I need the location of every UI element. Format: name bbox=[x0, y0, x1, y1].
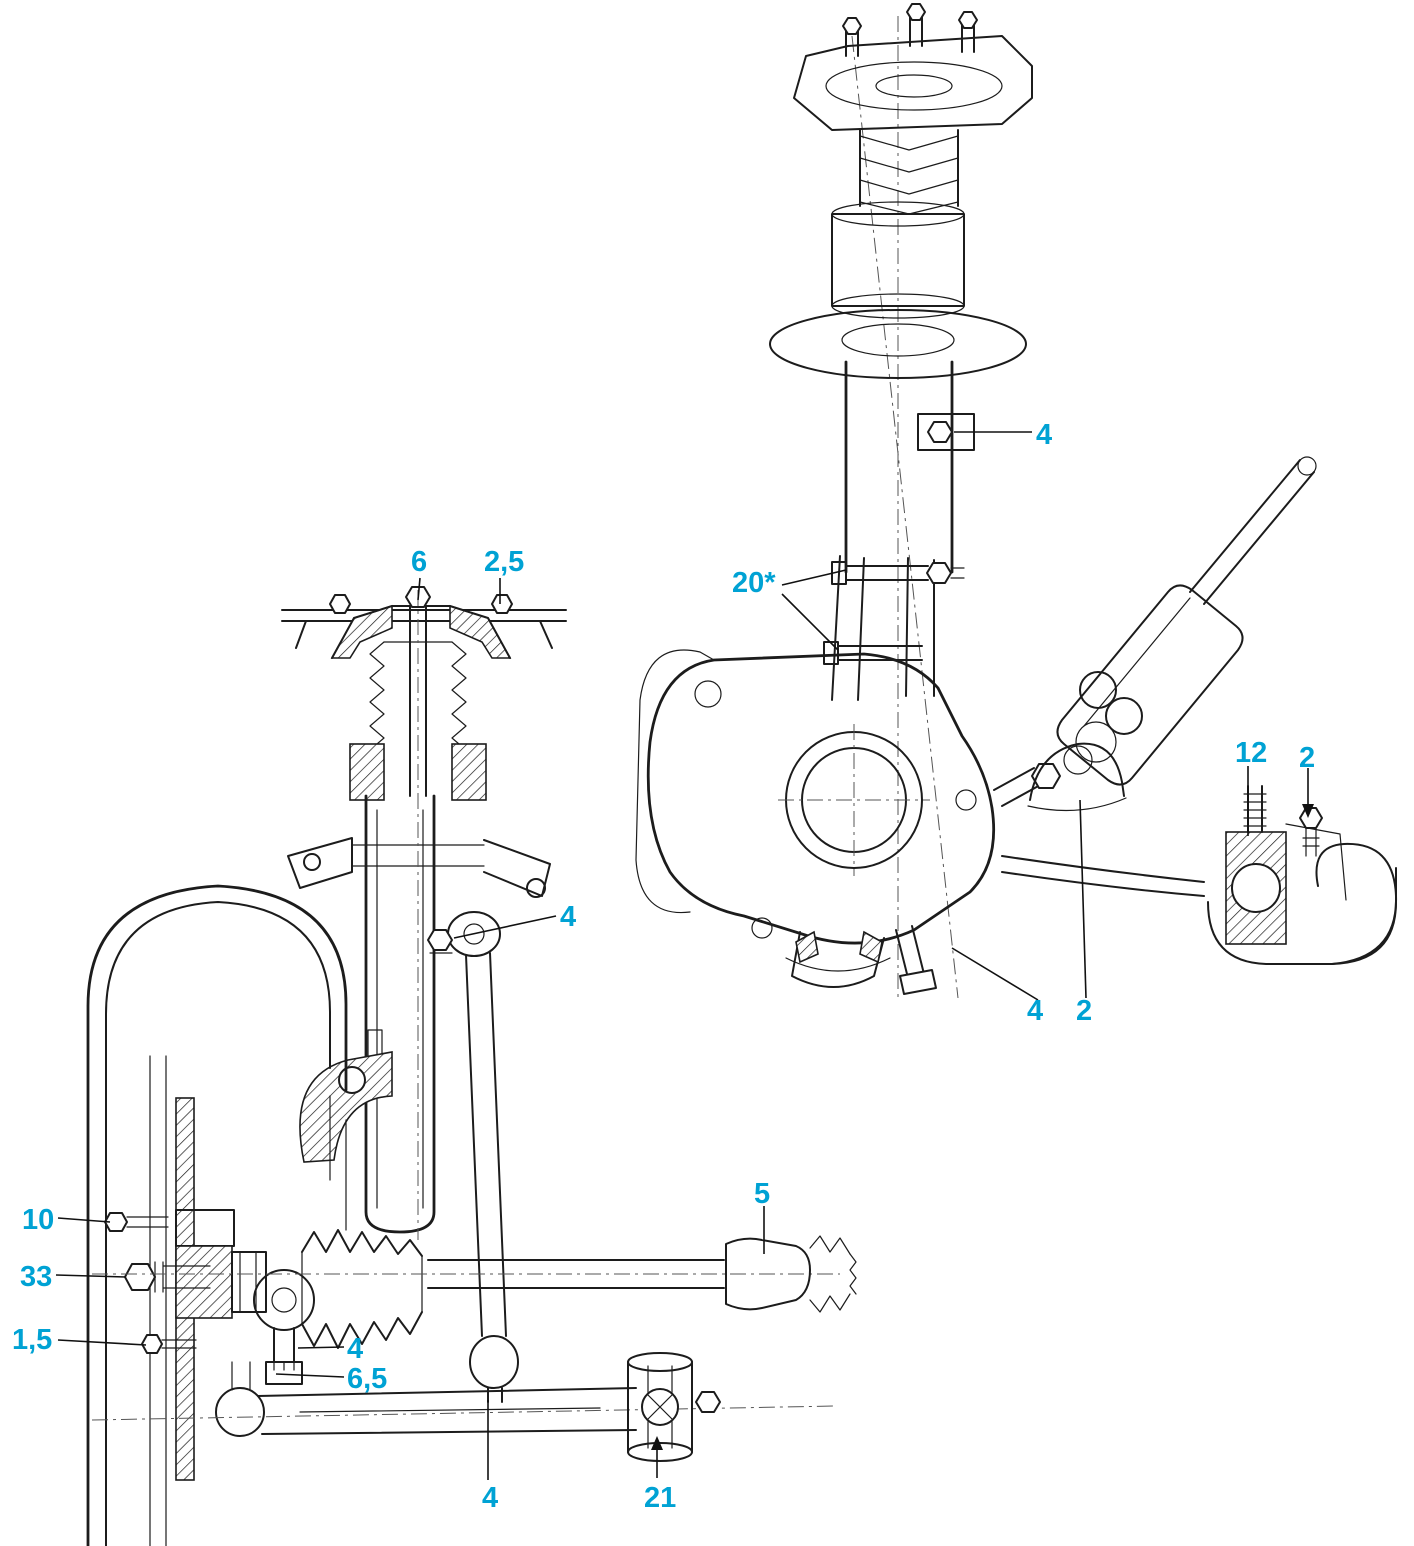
wheel-tire bbox=[86, 884, 348, 1546]
callout-link-lower-nut: 4 bbox=[482, 1482, 499, 1514]
callout-tie-rod-locknut: 4 bbox=[347, 1333, 364, 1365]
strut-body bbox=[364, 590, 436, 1240]
callout-axle-nut: 33 bbox=[20, 1261, 53, 1293]
body-panel bbox=[281, 594, 567, 649]
bump-stop-right bbox=[451, 743, 487, 801]
stabilizer-link bbox=[427, 911, 519, 1403]
shield-bolt-head bbox=[141, 1334, 163, 1354]
upper-strut-mount bbox=[330, 586, 512, 659]
damper-cartridge bbox=[1056, 456, 1317, 786]
callout-bushing-stud: 12 bbox=[1235, 737, 1268, 769]
lower-control-arm bbox=[91, 1352, 837, 1462]
callout-upper-mount-bolt: 2,5 bbox=[484, 546, 525, 578]
tie-rod-nut-hex bbox=[1031, 763, 1061, 789]
callout-knuckle-pinch-bolts: 20* bbox=[732, 567, 776, 599]
ball-joint-castle-nut bbox=[899, 969, 937, 995]
strut-clamp-bolts bbox=[823, 555, 965, 701]
callout-ball-joint-stud-nut: 6,5 bbox=[347, 1363, 388, 1395]
spring-seat-bracket bbox=[287, 837, 551, 898]
arm-ball-joint bbox=[215, 1387, 265, 1437]
lower-spring-seat bbox=[769, 309, 1027, 379]
bump-stop-left bbox=[349, 743, 385, 801]
callout-outer-cv-joint: 5 bbox=[754, 1178, 771, 1210]
pinch-bolt-nut bbox=[926, 562, 952, 584]
left-assembly bbox=[86, 586, 857, 1546]
inner-cv-boot bbox=[301, 1229, 423, 1349]
panel-bolt-right bbox=[491, 594, 513, 614]
bushing-nut bbox=[695, 1391, 721, 1413]
mount-stud-nut-2 bbox=[906, 3, 926, 21]
spring-and-seat bbox=[769, 129, 1027, 379]
stabilizer-bushing-assembly bbox=[1001, 785, 1398, 965]
upper-mount-plate bbox=[793, 3, 1033, 131]
callout-strut-bracket-nut: 4 bbox=[1036, 419, 1053, 451]
callout-hub-bolt: 10 bbox=[22, 1204, 55, 1236]
leader-lines bbox=[55, 431, 1314, 1480]
tie-rod-end-left bbox=[253, 1269, 315, 1385]
callout-shield-bolts: 1,5 bbox=[12, 1324, 53, 1356]
hub-bolt-head bbox=[104, 1212, 128, 1232]
steering-knuckle bbox=[635, 649, 996, 945]
callout-lower-ball-joint-nut: 4 bbox=[1027, 995, 1044, 1027]
callout-clamp-bolt: 2 bbox=[1299, 742, 1316, 774]
callout-upper-mount-nut: 6 bbox=[411, 546, 428, 578]
strut-boot bbox=[349, 606, 487, 801]
callout-tie-rod-stud-nut: 2 bbox=[1076, 995, 1093, 1027]
arrowhead-bushing-21 bbox=[651, 1436, 663, 1450]
mount-stud-nut-3 bbox=[958, 11, 978, 29]
callout-control-arm-bushing: 21 bbox=[644, 1482, 677, 1514]
axle-nut-hex bbox=[124, 1263, 156, 1291]
arrowhead-bolt-2 bbox=[1302, 804, 1314, 818]
link-upper-nut bbox=[427, 929, 453, 951]
knuckle-ball-joint bbox=[785, 925, 937, 995]
mount-stud-nut-1 bbox=[842, 17, 862, 35]
driveshaft bbox=[92, 1259, 840, 1289]
hub-and-disc bbox=[104, 1097, 267, 1481]
callout-link-upper-nut: 4 bbox=[560, 901, 577, 933]
right-assembly bbox=[635, 3, 1398, 1000]
outer-cv-joint bbox=[725, 1235, 857, 1313]
panel-bolt-left bbox=[329, 594, 351, 614]
tie-rod-end-right bbox=[993, 721, 1127, 812]
strut-bracket-nut-hex bbox=[927, 421, 953, 443]
strut-tube bbox=[844, 360, 975, 574]
